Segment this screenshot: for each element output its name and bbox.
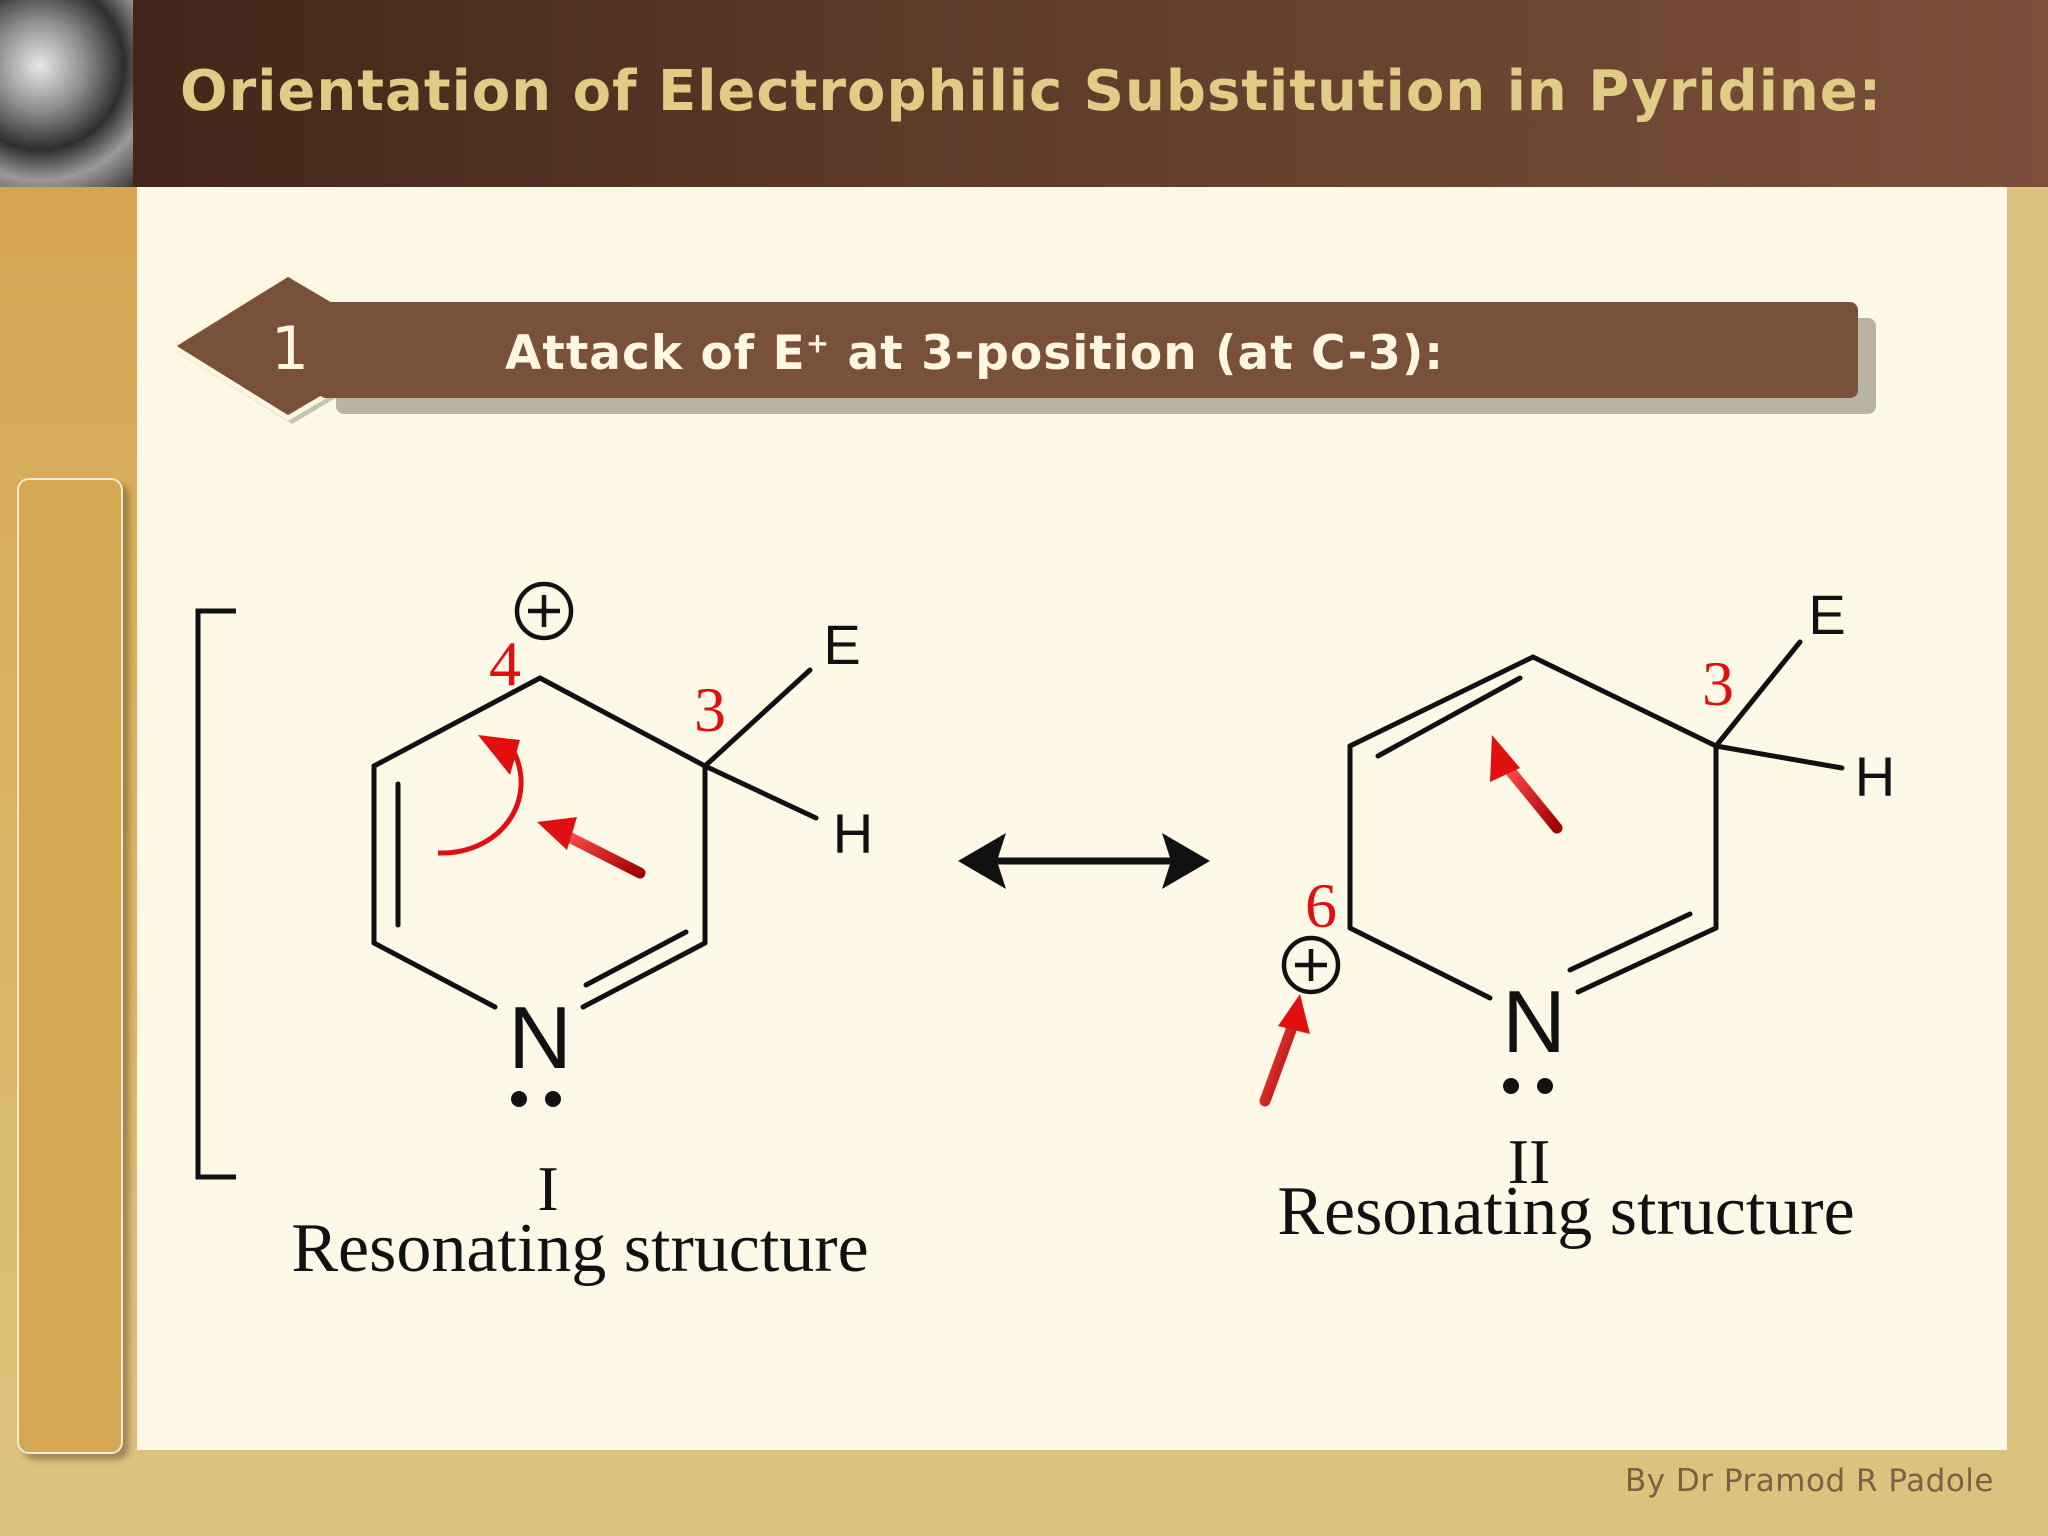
- lone-pair-dot: [1537, 1078, 1553, 1094]
- bond-n-c2-double: [583, 929, 689, 988]
- structure-two-nitrogen: N: [1502, 972, 1566, 1071]
- slide-header: Orientation of Electrophilic Substitutio…: [0, 0, 2048, 187]
- bond-c4-c5: [1347, 654, 1536, 749]
- structure-two-substituent-h: H: [1855, 745, 1895, 808]
- corner-photo: [0, 0, 133, 187]
- bond-n-c2: [1575, 925, 1719, 995]
- structure-one-caption: Resonating structure: [291, 1210, 868, 1287]
- structure-two-substituent-e: E: [1808, 583, 1845, 646]
- structure-one-substituent-e: E: [823, 613, 860, 676]
- bond-c4-c3: [537, 675, 708, 769]
- slide-title: Orientation of Electrophilic Substitutio…: [180, 59, 1883, 124]
- section-heading-superscript: +: [805, 326, 831, 360]
- footer-author: By Dr Pramod R Padole: [1624, 1463, 1994, 1499]
- resonance-arrow-icon: [958, 833, 1210, 889]
- position-label-3: 3: [694, 674, 726, 745]
- lone-pair-dot: [545, 1091, 561, 1107]
- section-number: 1: [270, 314, 310, 384]
- side-decorative-panel: [17, 478, 123, 1454]
- section-heading: Attack of E+ at 3-position (at C-3):: [505, 322, 1444, 386]
- left-bracket: [195, 608, 236, 1180]
- positive-charge-icon: [1281, 935, 1341, 995]
- bond-c3-e: [702, 667, 813, 769]
- section-heading-suffix: at 3-position (at C-3):: [830, 326, 1445, 381]
- red-pointer-arrow-icon: [1259, 994, 1310, 1107]
- structure-two-numeral: II: [1508, 1126, 1551, 1197]
- curved-arrow-icon: [437, 735, 524, 856]
- structure-one-nitrogen: N: [508, 988, 572, 1087]
- structure-two-caption: Resonating structure: [1277, 1173, 1854, 1250]
- positive-charge-icon: [514, 581, 574, 641]
- bond-n-c2-double: [1567, 911, 1693, 973]
- structure-one-numeral: I: [537, 1153, 558, 1224]
- bond-c4-c5-double: [1375, 675, 1523, 759]
- section-bar: [318, 302, 1858, 398]
- bond-n-c2: [580, 940, 708, 1010]
- structure-two: [1347, 639, 1845, 1001]
- bond-c6-n: [371, 940, 498, 1010]
- lone-pair-dot: [1503, 1078, 1519, 1094]
- position-label-6: 6: [1305, 870, 1337, 941]
- structure-one: [371, 667, 819, 1010]
- lone-pair-dot: [511, 1091, 527, 1107]
- bond-c6-n: [1347, 925, 1493, 1001]
- bond-c4-c3: [1530, 654, 1719, 749]
- bond-c3-h: [702, 763, 819, 821]
- section-heading-prefix: Attack of E: [505, 326, 806, 381]
- bond-c4-c5: [371, 675, 543, 769]
- structure-one-substituent-h: H: [833, 802, 873, 865]
- red-pointer-arrow-icon: [537, 817, 646, 879]
- bond-c3-h: [1713, 743, 1845, 771]
- red-pointer-arrow-icon: [1490, 735, 1563, 834]
- position-label-3: 3: [1702, 648, 1734, 719]
- bond-c3-e: [1713, 639, 1803, 749]
- position-label-4: 4: [489, 628, 521, 699]
